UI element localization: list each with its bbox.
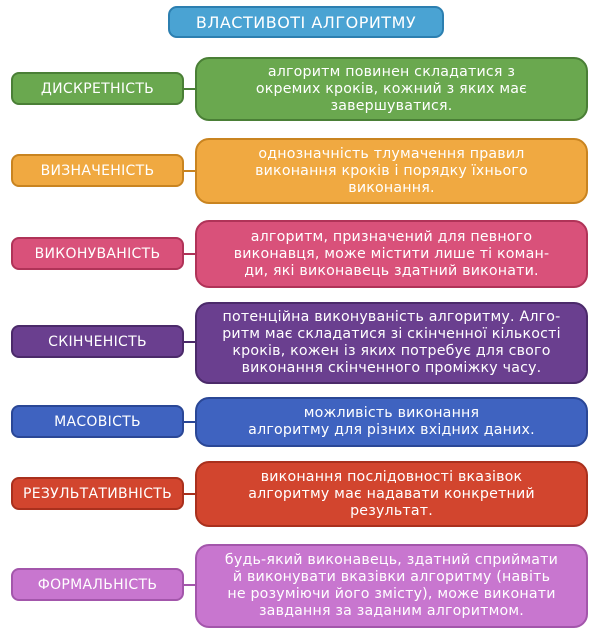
- property-description-text: алгоритм повинен складатися з окремих кр…: [255, 63, 528, 114]
- property-label: ВИКОНУВАНІСТЬ: [11, 237, 184, 270]
- property-description-text: будь-який виконавець, здатний сприймати …: [224, 552, 559, 619]
- property-description-text: алгоритм, призначений для певного викона…: [233, 228, 550, 279]
- diagram-title: ВЛАСТИВОТІ АЛГОРИТМУ: [168, 6, 444, 38]
- property-description: алгоритм повинен складатися з окремих кр…: [195, 57, 588, 121]
- connector-line: [184, 88, 196, 90]
- property-description: виконання послідовності вказівок алгорит…: [195, 461, 588, 527]
- property-label: РЕЗУЛЬТАТИВНІСТЬ: [11, 477, 184, 510]
- connector-line: [184, 421, 196, 423]
- connector-line: [184, 170, 196, 172]
- property-description: можливість виконання алгоритму для різни…: [195, 397, 588, 447]
- property-description-text: однозначність тлумачення правил виконанн…: [255, 145, 528, 196]
- property-description: потенційна виконуваність алгоритму. Алго…: [195, 302, 588, 384]
- connector-line: [184, 253, 196, 255]
- property-label: ДИСКРЕТНІСТЬ: [11, 72, 184, 105]
- property-description: будь-який виконавець, здатний сприймати …: [195, 544, 588, 628]
- connector-line: [184, 584, 196, 586]
- property-label: МАСОВІСТЬ: [11, 405, 184, 438]
- property-description: однозначність тлумачення правил виконанн…: [195, 138, 588, 204]
- connector-line: [184, 341, 196, 343]
- property-description-text: потенційна виконуваність алгоритму. Алго…: [222, 309, 561, 376]
- property-label: СКІНЧЕНІСТЬ: [11, 325, 184, 358]
- property-description-text: виконання послідовності вказівок алгорит…: [248, 468, 535, 519]
- connector-line: [184, 493, 196, 495]
- property-description-text: можливість виконання алгоритму для різни…: [248, 405, 535, 438]
- property-label: ВИЗНАЧЕНІСТЬ: [11, 154, 184, 187]
- property-description: алгоритм, призначений для певного викона…: [195, 220, 588, 288]
- property-label: ФОРМАЛЬНІСТЬ: [11, 568, 184, 601]
